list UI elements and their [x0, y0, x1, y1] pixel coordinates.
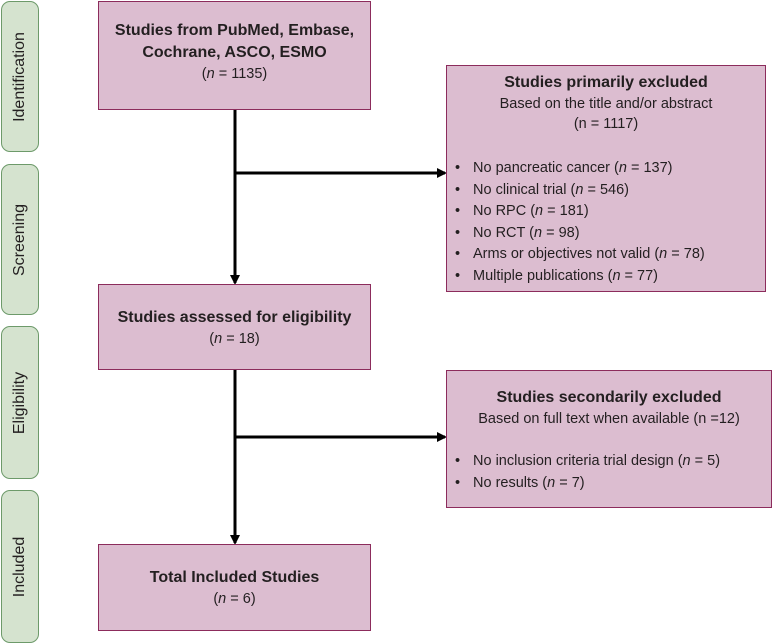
secondary-excluded-subtitle: Based on full text when available (n =12…: [478, 411, 740, 427]
list-item: Multiple publications (n = 77): [455, 266, 761, 288]
list-item: No clinical trial (n = 546): [455, 180, 761, 202]
assessed-count: (n = 18): [209, 331, 260, 347]
assessed-box: Studies assessed for eligibility (n = 18…: [98, 284, 371, 370]
primary-excluded-count: (n = 1117): [573, 116, 639, 132]
primary-excluded-box: Studies primarily excluded Based on the …: [446, 65, 766, 292]
assessed-title: Studies assessed for eligibility: [117, 309, 352, 326]
secondary-excluded-box: Studies secondarily excluded Based on fu…: [446, 370, 772, 508]
included-count: (n = 6): [213, 591, 256, 607]
phase-screening: Screening: [1, 164, 39, 315]
list-item: Arms or objectives not valid (n = 78): [455, 244, 761, 266]
list-item: No RCT (n = 98): [455, 223, 761, 245]
primary-excluded-subtitle: Based on the title and/or abstract: [499, 96, 713, 112]
sources-title: Studies from PubMed, Embase, Cochrane, A…: [114, 22, 355, 61]
primary-excluded-title: Studies primarily excluded: [504, 74, 708, 91]
phase-eligibility: Eligibility: [1, 326, 39, 479]
list-item: No results (n = 7): [455, 473, 767, 495]
list-item: No RPC (n = 181): [455, 201, 761, 223]
sources-count: (n = 1135): [201, 66, 268, 82]
list-item: No inclusion criteria trial design (n = …: [455, 451, 767, 473]
included-title: Total Included Studies: [149, 569, 320, 586]
phase-identification: Identification: [1, 1, 39, 152]
sources-box: Studies from PubMed, Embase, Cochrane, A…: [98, 1, 371, 110]
secondary-excluded-list: No inclusion criteria trial design (n = …: [455, 451, 767, 494]
included-box: Total Included Studies (n = 6): [98, 544, 371, 631]
secondary-excluded-title: Studies secondarily excluded: [496, 389, 722, 406]
phase-included: Included: [1, 490, 39, 643]
list-item: No pancreatic cancer (n = 137): [455, 158, 761, 180]
primary-excluded-list: No pancreatic cancer (n = 137) No clinic…: [455, 158, 761, 287]
